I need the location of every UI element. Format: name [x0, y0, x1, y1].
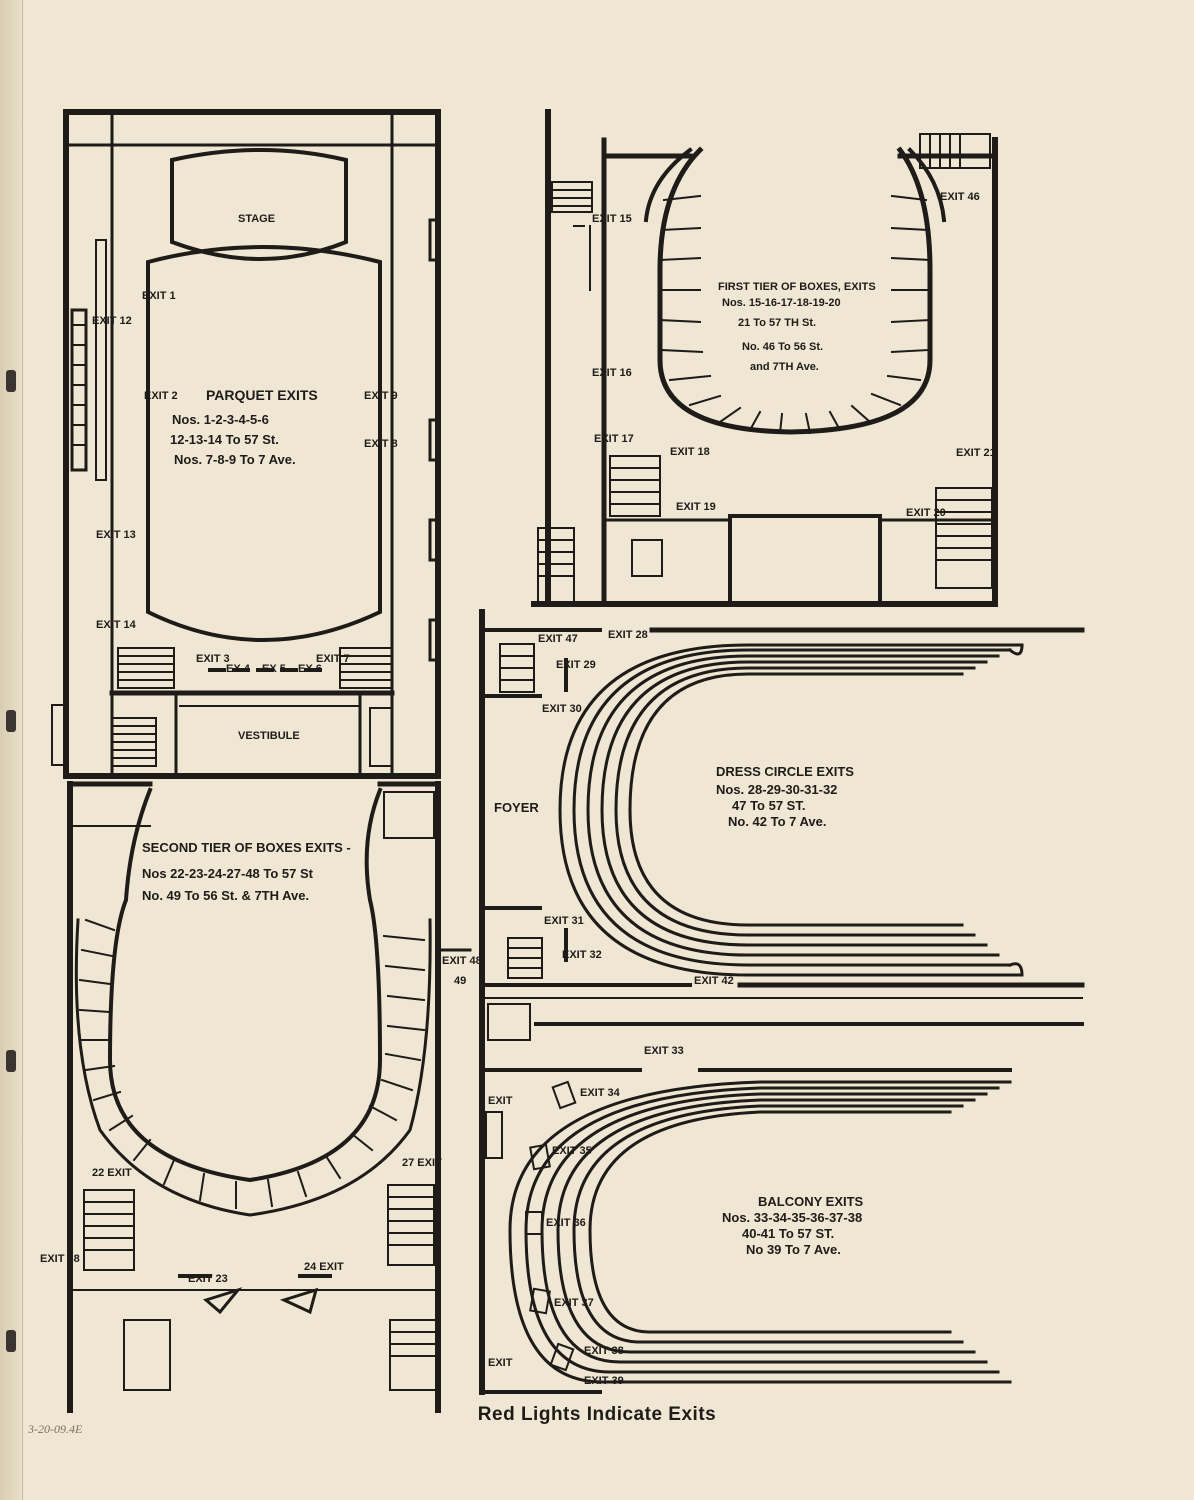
exit-19-label: EXIT 19	[676, 501, 716, 513]
dress-circle-plan	[479, 609, 1085, 995]
box-ring-inner	[657, 146, 933, 435]
stage-label: STAGE	[238, 213, 275, 225]
box-partitions	[658, 194, 932, 435]
exit-27-label: 27 EXIT	[402, 1157, 442, 1169]
binding-stitch	[6, 1050, 16, 1072]
exit-34-label: EXIT 34	[580, 1087, 621, 1099]
second-tier-plan	[67, 781, 472, 1413]
exit-29-label: EXIT 29	[556, 659, 596, 671]
exit-9-label: EXIT 9	[364, 390, 398, 402]
first-tier-line-2: 21 To 57 TH St.	[738, 317, 816, 329]
exit-36-label: EXIT 36	[546, 1217, 586, 1229]
exit-21-label: EXIT 21	[956, 447, 996, 459]
exit-2-label: EXIT 2	[144, 390, 178, 402]
exit-18-label: EXIT 18	[670, 446, 710, 458]
second-tier-stairs	[83, 1184, 437, 1391]
balcony-line-2: 40-41 To 57 ST.	[742, 1226, 834, 1241]
parquet-line-1: Nos. 1-2-3-4-5-6	[172, 412, 269, 427]
second-tier-line-1: Nos 22-23-24-27-48 To 57 St	[142, 866, 314, 881]
exit-35-label: EXIT 35	[552, 1145, 592, 1157]
second-tier-partitions	[78, 918, 426, 1209]
exit-7-label: EXIT 7	[316, 653, 350, 665]
dress-circle-line-2: 47 To 57 ST.	[732, 798, 805, 813]
exit-30-label: EXIT 30	[542, 703, 582, 715]
exit-22-label: 22 EXIT	[92, 1167, 132, 1179]
parquet-floor	[146, 245, 382, 642]
exit-17-label: EXIT 17	[594, 433, 634, 445]
binding-stitch	[6, 1330, 16, 1352]
dress-circle-tiers	[558, 643, 1024, 977]
exit-1-label: EXIT 1	[142, 290, 176, 302]
balcony-plan	[479, 995, 1084, 1395]
parquet-line-3: Nos. 7-8-9 To 7 Ave.	[174, 452, 296, 467]
first-tier-line-3: No. 46 To 56 St.	[742, 341, 823, 353]
dress-circle-stairs	[499, 643, 543, 979]
exit-13-label: EXIT 13	[96, 529, 136, 541]
exit-23-label: EXIT 23	[188, 1273, 228, 1285]
parquet-plan	[51, 109, 441, 779]
exit-3-label: EXIT 3	[196, 653, 230, 665]
parquet-line-2: 12-13-14 To 57 St.	[170, 432, 279, 447]
dress-circle-line-3: No. 42 To 7 Ave.	[728, 814, 827, 829]
dress-circle-title: DRESS CIRCLE EXITS	[716, 764, 854, 779]
exit-20-label: EXIT 20	[906, 507, 946, 519]
archive-mark: 3-20-09.4E	[28, 1422, 83, 1436]
exit-38-left-label: EXIT 38	[40, 1253, 80, 1265]
first-tier-line-4: and 7TH Ave.	[750, 361, 819, 373]
balcony-title: BALCONY EXITS	[758, 1194, 864, 1209]
book-binding	[0, 0, 23, 1500]
foyer-label: FOYER	[494, 800, 539, 815]
exit-48-label: EXIT 48	[442, 955, 482, 967]
exit-6-label: EX 6	[298, 663, 322, 675]
exit-47-label: EXIT 47	[538, 633, 578, 645]
exit-46-label: EXIT 46	[940, 191, 980, 203]
second-tier-ring	[107, 787, 383, 1183]
exit-31-label: EXIT 31	[544, 915, 584, 927]
second-tier-title: SECOND TIER OF BOXES EXITS -	[142, 840, 351, 855]
exit-12-label: EXIT 12	[92, 315, 132, 327]
exit-24-label: 24 EXIT	[304, 1261, 344, 1273]
exit-28-label: EXIT 28	[608, 629, 648, 641]
first-tier-plan	[531, 109, 998, 607]
exit-4-label: EX 4	[226, 663, 251, 675]
parquet-title: PARQUET EXITS	[206, 387, 318, 403]
left-stairs	[71, 324, 87, 446]
exit-32-label: EXIT 32	[562, 949, 602, 961]
first-tier-lobby	[728, 514, 882, 606]
exit-16-label: EXIT 16	[592, 367, 632, 379]
exit-14-label: EXIT 14	[96, 619, 137, 631]
exit-42-label: EXIT 42	[694, 975, 734, 987]
balcony-line-3: No 39 To 7 Ave.	[746, 1242, 841, 1257]
dress-circle-line-1: Nos. 28-29-30-31-32	[716, 782, 837, 797]
second-tier-line-2: No. 49 To 56 St. & 7TH Ave.	[142, 888, 309, 903]
exit-40-label: EXIT	[488, 1095, 513, 1107]
balcony-line-1: Nos. 33-34-35-36-37-38	[722, 1210, 862, 1225]
first-tier-title: FIRST TIER OF BOXES, EXITS	[718, 281, 876, 293]
first-tier-stairs	[537, 133, 993, 605]
page-caption: Red Lights Indicate Exits	[477, 1404, 717, 1425]
first-tier-line-1: Nos. 15-16-17-18-19-20	[722, 297, 841, 309]
exit-39-label: EXIT 39	[584, 1375, 624, 1387]
vestibule-label: VESTIBULE	[238, 730, 300, 742]
right-wall-windows	[428, 218, 440, 662]
exit-8-label: EXIT 8	[364, 438, 398, 450]
exit-37-label: EXIT 37	[554, 1297, 594, 1309]
lower-stairs	[111, 647, 393, 767]
exit-38-label: EXIT 38	[584, 1345, 624, 1357]
binding-stitch	[6, 370, 16, 392]
stage-outline	[170, 148, 348, 261]
exit-41-label: EXIT	[488, 1357, 513, 1369]
exit-5-label: EX 5	[262, 663, 286, 675]
balcony-exit-boxes	[525, 1080, 577, 1372]
exit-15-label: EXIT 15	[592, 213, 632, 225]
exit-33-label: EXIT 33	[644, 1045, 684, 1057]
exit-49-label: 49	[454, 975, 466, 987]
binding-stitch	[6, 710, 16, 732]
